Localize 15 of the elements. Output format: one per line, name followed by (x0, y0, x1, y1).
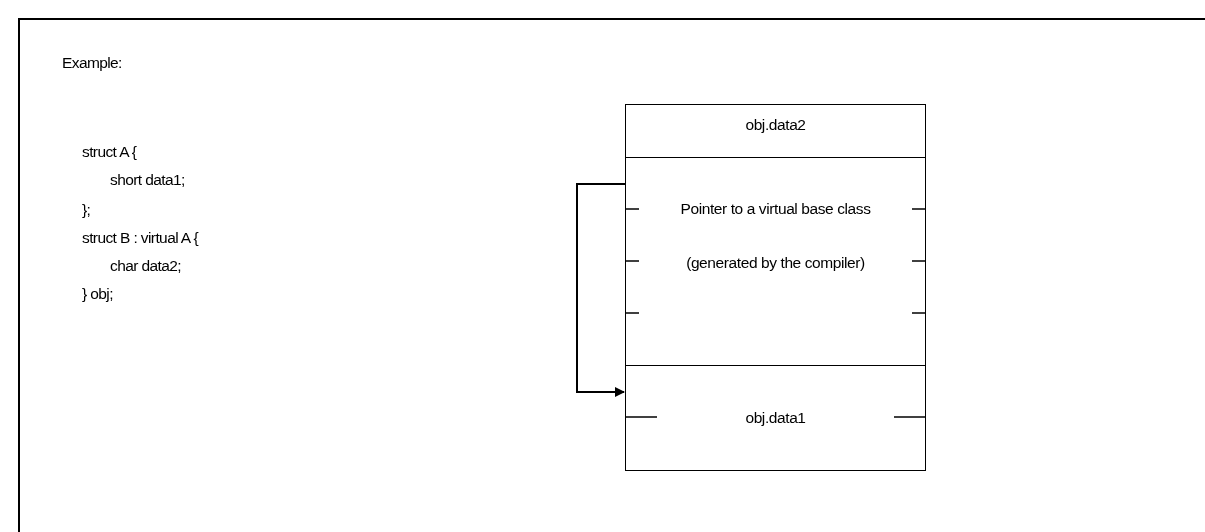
memory-slot-box (625, 157, 926, 366)
code-line: short data1; (110, 171, 185, 189)
memory-slot-box (625, 104, 926, 158)
code-line: char data2; (110, 257, 181, 275)
memory-slot-box (625, 365, 926, 471)
code-line: } obj; (82, 285, 113, 303)
heading: Example: (62, 54, 122, 72)
slot-label: obj.data1 (744, 409, 807, 427)
code-line: struct B : virtual A { (82, 229, 199, 247)
slot-note: (generated by the compiler) (685, 254, 866, 272)
code-line: struct A { (82, 143, 137, 161)
slot-label: obj.data2 (744, 116, 807, 134)
pointer-arrow (576, 183, 626, 397)
code-line: }; (82, 201, 91, 219)
slot-label: Pointer to a virtual base class (679, 200, 872, 218)
